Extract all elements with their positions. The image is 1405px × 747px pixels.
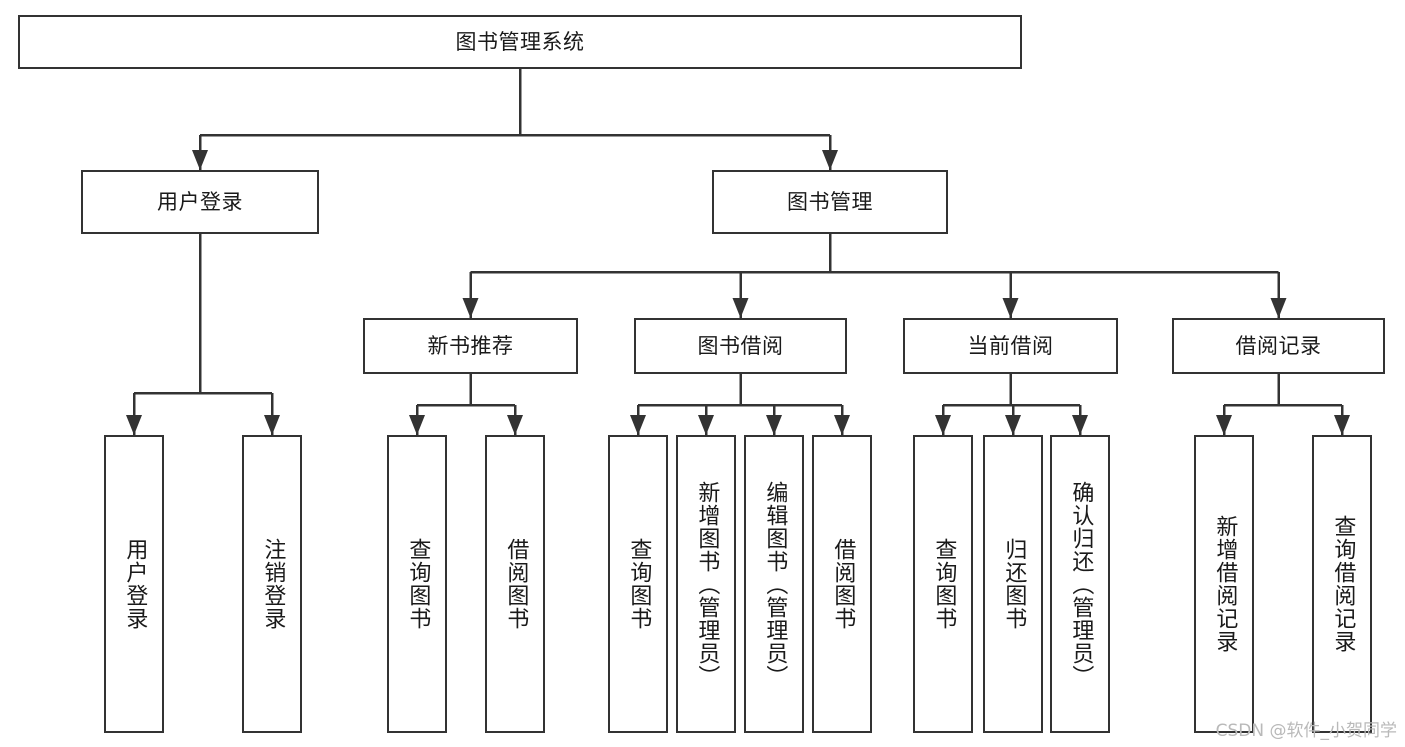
node-label: 借阅图书 (503, 538, 529, 630)
node-label: 确认归还（管理员） (1068, 480, 1094, 688)
node-label: 编辑图书（管理员） (762, 480, 788, 688)
node-label: 图书管理系统 (455, 29, 585, 54)
node-leaf-borrow-4[interactable]: 借阅图书 (812, 435, 872, 733)
node-label: 用户登录 (122, 538, 148, 630)
node-leaf-cur-1[interactable]: 查询图书 (913, 435, 973, 733)
watermark-text: CSDN @软件_小贺同学 (1215, 721, 1397, 741)
node-leaf-cur-3[interactable]: 确认归还（管理员） (1050, 435, 1110, 733)
node-label: 借阅记录 (1235, 333, 1322, 358)
node-bookmgmt[interactable]: 图书管理 (712, 170, 948, 234)
node-label: 归还图书 (1001, 538, 1027, 630)
node-leaf-login-1[interactable]: 用户登录 (104, 435, 164, 733)
node-label: 查询图书 (931, 538, 957, 630)
node-leaf-cur-2[interactable]: 归还图书 (983, 435, 1043, 733)
node-label: 借阅图书 (830, 538, 856, 630)
node-leaf-rec-1[interactable]: 新增借阅记录 (1194, 435, 1254, 733)
node-label: 新书推荐 (427, 333, 514, 358)
node-leaf-new-1[interactable]: 查询图书 (387, 435, 447, 733)
node-label: 图书管理 (787, 189, 873, 214)
node-borrow[interactable]: 图书借阅 (634, 318, 847, 374)
node-label: 查询图书 (626, 538, 652, 630)
node-leaf-borrow-2[interactable]: 新增图书（管理员） (676, 435, 736, 733)
node-root[interactable]: 图书管理系统 (18, 15, 1022, 69)
node-login[interactable]: 用户登录 (81, 170, 319, 234)
node-leaf-borrow-1[interactable]: 查询图书 (608, 435, 668, 733)
node-label: 用户登录 (157, 189, 243, 214)
node-label: 当前借阅 (967, 333, 1054, 358)
node-label: 查询借阅记录 (1330, 515, 1356, 653)
node-leaf-rec-2[interactable]: 查询借阅记录 (1312, 435, 1372, 733)
node-label: 查询图书 (405, 538, 431, 630)
node-label: 新增图书（管理员） (694, 480, 720, 688)
node-leaf-new-2[interactable]: 借阅图书 (485, 435, 545, 733)
node-leaf-login-2[interactable]: 注销登录 (242, 435, 302, 733)
node-current[interactable]: 当前借阅 (903, 318, 1118, 374)
node-label: 注销登录 (260, 538, 286, 630)
node-label: 图书借阅 (697, 333, 784, 358)
node-leaf-borrow-3[interactable]: 编辑图书（管理员） (744, 435, 804, 733)
node-records[interactable]: 借阅记录 (1172, 318, 1385, 374)
node-newbook[interactable]: 新书推荐 (363, 318, 578, 374)
node-label: 新增借阅记录 (1212, 515, 1238, 653)
